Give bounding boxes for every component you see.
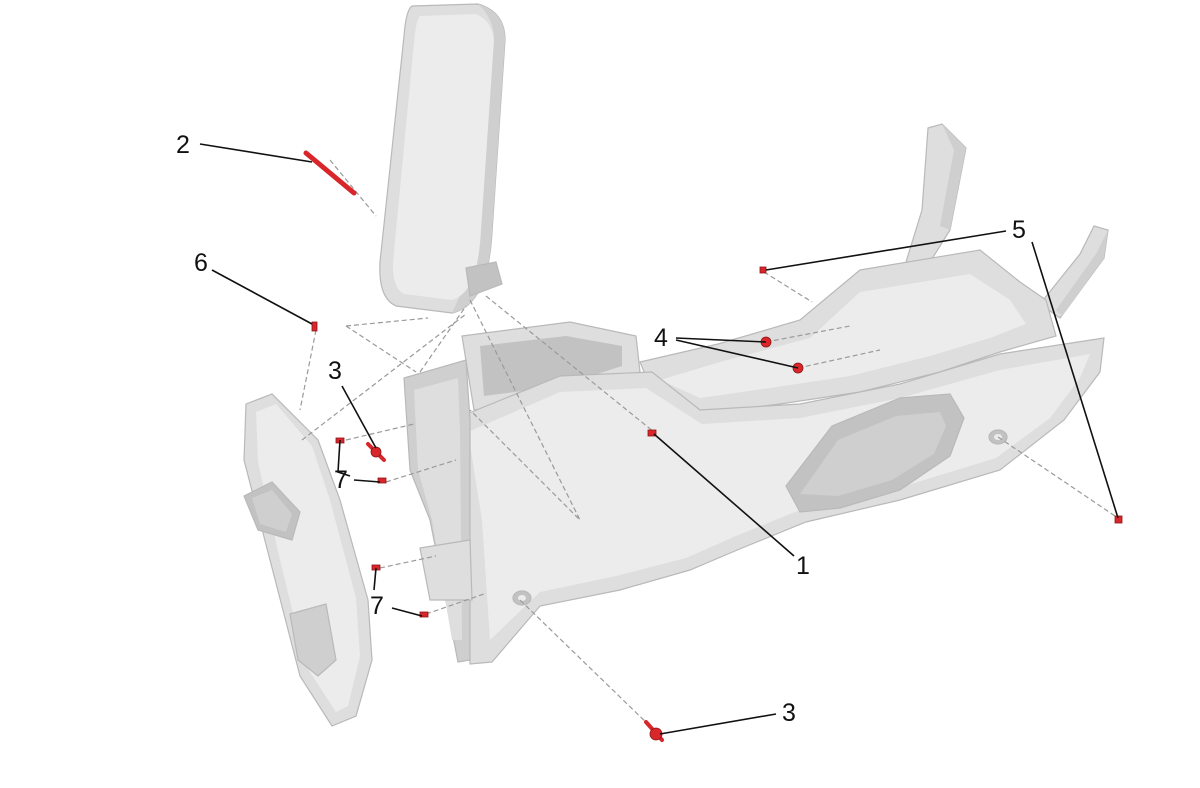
callout-1: 1 (796, 552, 810, 580)
center-console-body (403, 249, 1105, 665)
left-trim-panel (243, 393, 373, 727)
leader-4a (675, 337, 767, 343)
leader-6 (211, 269, 313, 325)
fastener-clip-7b-bottom (419, 611, 429, 618)
fastener-pin-2 (303, 150, 357, 196)
callout-7-upper: 7 (334, 466, 348, 494)
leader-3b (659, 713, 777, 735)
callout-3-upper: 3 (328, 357, 342, 385)
fastener-screw-head-3a (370, 446, 382, 458)
fastener-clip-6 (311, 321, 318, 332)
fastener-clip-5b (1114, 515, 1123, 524)
leader-7a-b (353, 479, 381, 483)
fastener-clip-7a-bottom (377, 477, 387, 484)
callout-2: 2 (176, 131, 190, 159)
callout-5: 5 (1012, 216, 1026, 244)
callout-labels: 1 2 3 3 4 5 6 7 7 (176, 131, 1026, 727)
leader-2 (199, 143, 313, 163)
leader-3a (341, 385, 377, 449)
leader-7a (337, 439, 351, 477)
leader-4b (675, 339, 799, 369)
assembly-lines (299, 159, 1119, 731)
leader-7b (373, 567, 377, 591)
fasteners (303, 150, 1123, 742)
callout-7-lower: 7 (370, 592, 384, 620)
callout-3-lower: 3 (782, 699, 796, 727)
leader-lines (199, 143, 1119, 735)
fastener-clip-5a (759, 266, 767, 274)
leader-5a (765, 230, 1007, 271)
rear-brackets (905, 123, 1109, 319)
leader-7b-b (391, 607, 423, 617)
callout-6: 6 (194, 249, 208, 277)
callout-4: 4 (654, 324, 668, 352)
leader-5b (1031, 241, 1119, 519)
fastener-clip-1 (647, 429, 657, 437)
leader-1 (653, 433, 795, 557)
armrest-lid (379, 3, 506, 314)
